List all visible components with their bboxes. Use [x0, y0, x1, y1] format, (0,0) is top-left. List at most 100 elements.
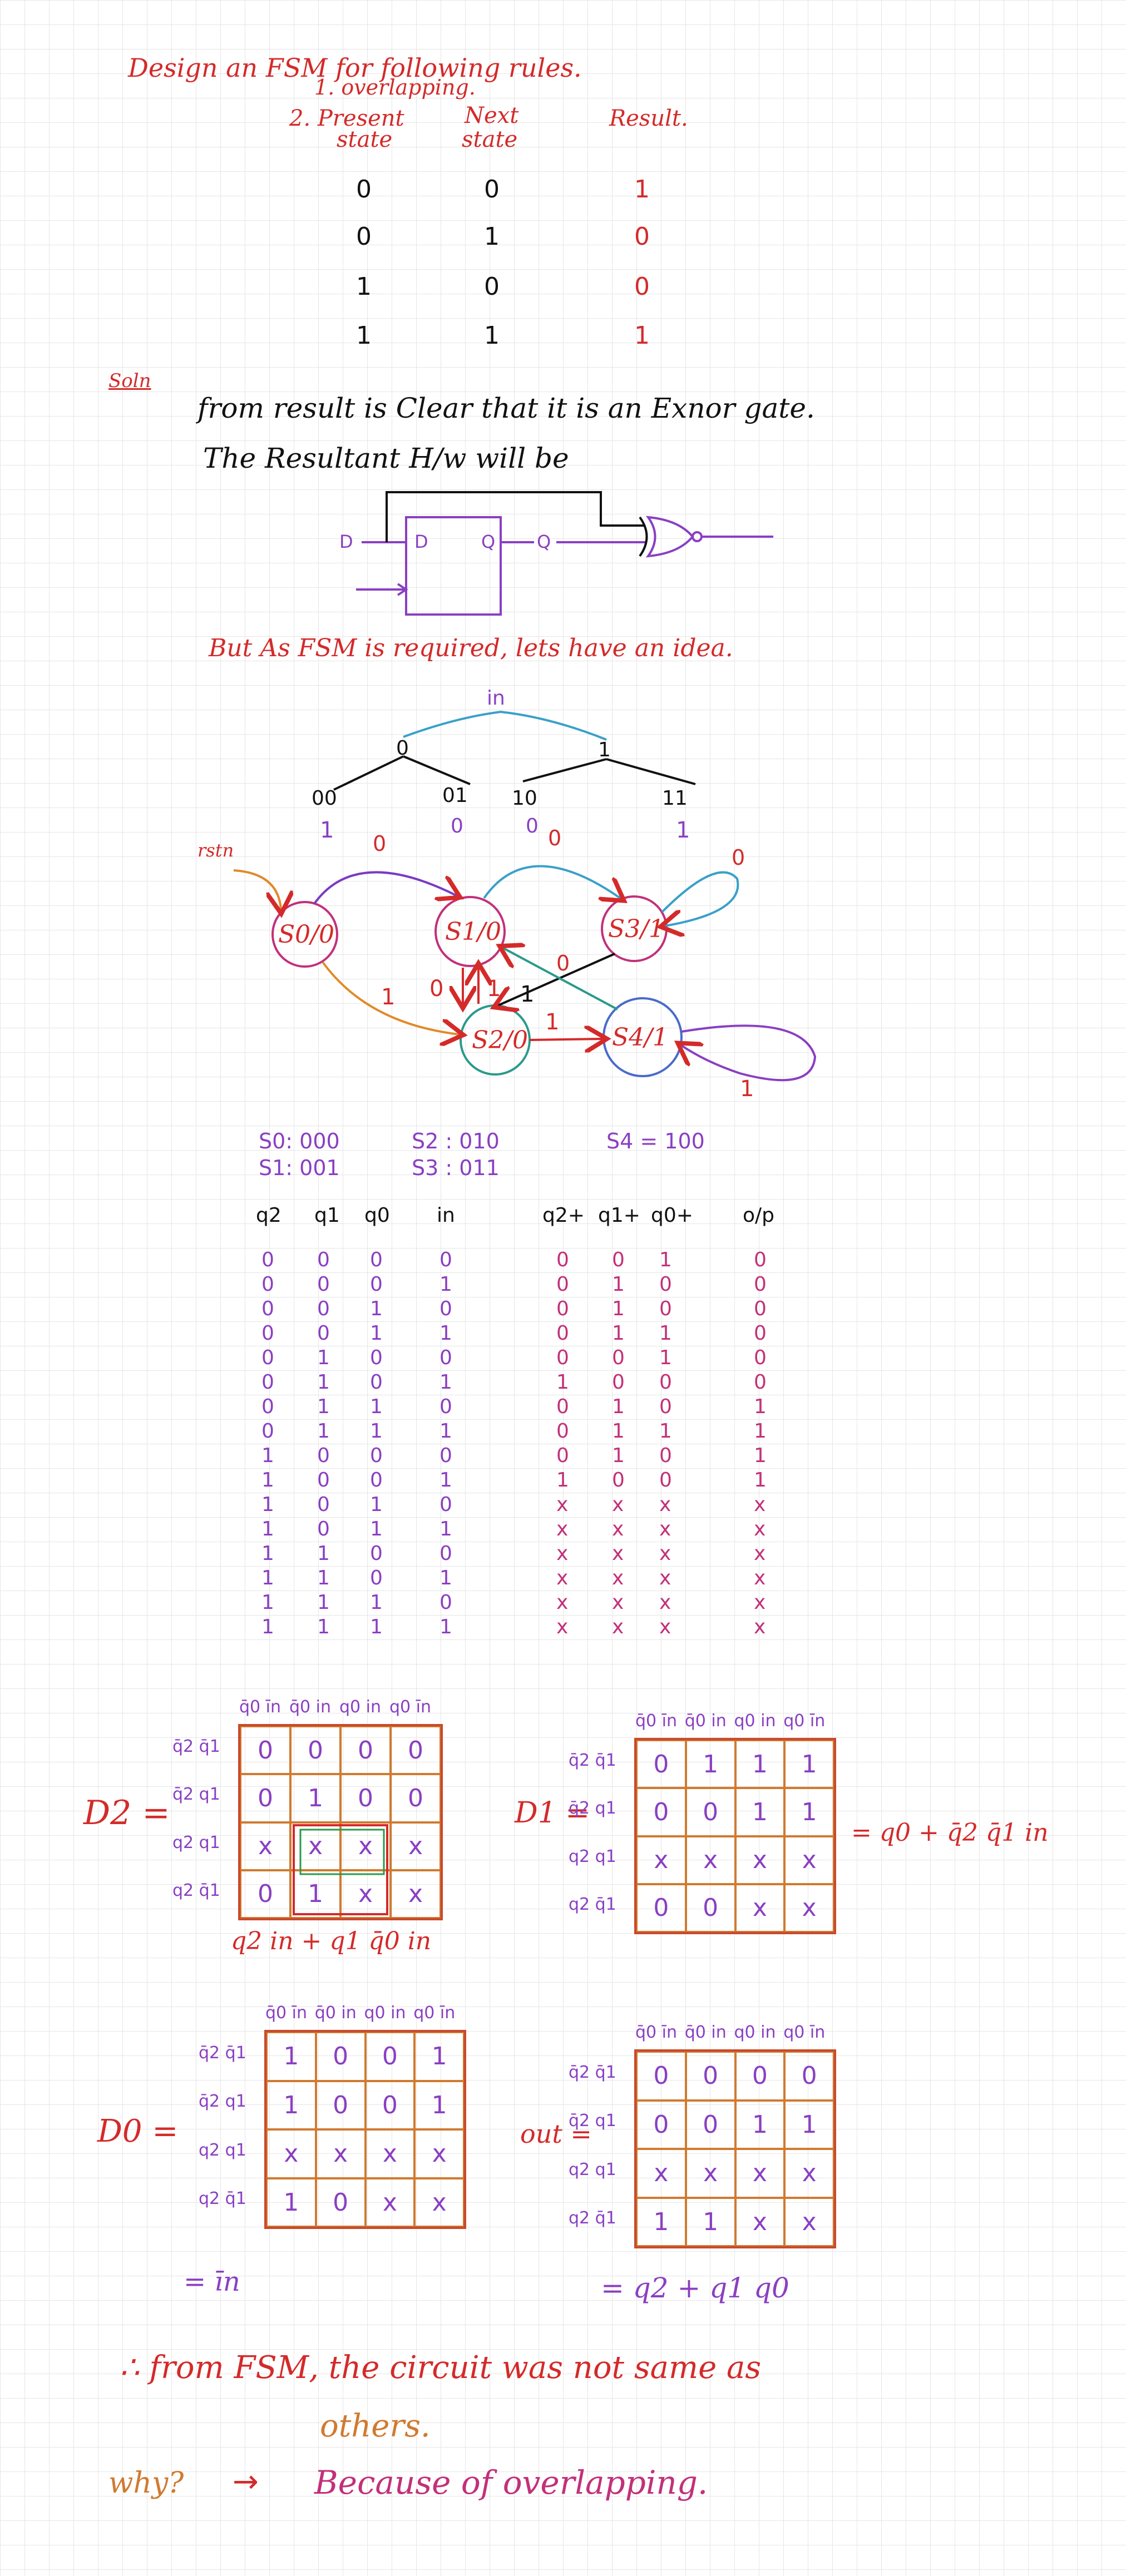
kmap-col-header: q0 īn: [413, 2003, 456, 2023]
dff-xnor-circuit: [356, 491, 773, 616]
kmap-col-header: q0 īn: [389, 1697, 432, 1717]
truth-cell: 1: [634, 175, 650, 204]
table-cell: x: [659, 1493, 671, 1516]
table-cell: 0: [659, 1395, 672, 1418]
table-cell: 1: [556, 1469, 569, 1492]
table-cell: 0: [317, 1322, 330, 1345]
table-cell: 1: [612, 1420, 625, 1443]
table-cell: 1: [754, 1420, 767, 1443]
table-cell: 1: [317, 1420, 330, 1443]
kmap-cell: x: [636, 2149, 686, 2198]
kmap-cell: x: [391, 1822, 441, 1870]
table-cell: 1: [261, 1616, 274, 1638]
fsm-note: But As FSM is required, lets have an ide…: [209, 634, 733, 662]
truth-cell: 1: [484, 321, 500, 350]
kmap-cell: 0: [735, 2052, 785, 2101]
d1-result: = q0 + q̄2 q̄1 in: [851, 1819, 1049, 1847]
kmap-cell: 1: [685, 2197, 735, 2246]
table-cell: 1: [261, 1469, 274, 1492]
table-cell: x: [754, 1542, 766, 1565]
table-cell: 0: [556, 1420, 569, 1443]
kmap-cell: 0: [340, 1726, 391, 1775]
table-cell: 1: [659, 1420, 672, 1443]
table-cell: 1: [261, 1518, 274, 1540]
kmap-cell: x: [735, 2197, 785, 2246]
reset-label: rstn: [197, 840, 234, 861]
table-cell: 1: [261, 1542, 274, 1565]
d0-label: D0 =: [97, 2113, 179, 2149]
kmap-cell: x: [414, 2129, 464, 2178]
kmap-col-header: q0 in: [734, 1711, 776, 1731]
table-cell: 0: [659, 1371, 672, 1394]
table-cell: 0: [370, 1567, 383, 1589]
kmap-cell: 1: [685, 1740, 735, 1789]
table-cell: 0: [754, 1273, 767, 1296]
table-cell: 1: [317, 1616, 330, 1638]
dff-q-pin: Q: [481, 531, 496, 552]
kmap-cell: x: [266, 2129, 316, 2178]
table-cell: 1: [439, 1469, 452, 1492]
truth-cell: 0: [356, 175, 372, 204]
kmap-cell: 0: [636, 1884, 686, 1932]
state-s3: S3/1: [608, 915, 664, 943]
table-cell: 1: [370, 1493, 383, 1516]
kmap-row-header: q̄2 q1: [569, 2111, 616, 2131]
kmap-cell: x: [365, 2178, 415, 2227]
kmap-cell: x: [784, 1836, 834, 1884]
kmap-row-header: q2 q̄1: [569, 2208, 616, 2228]
table-cell: 1: [261, 1493, 274, 1516]
table-cell: 1: [556, 1371, 569, 1394]
kmap-cell: 1: [266, 2178, 316, 2227]
kmap-cell: x: [784, 1884, 834, 1932]
kmap-cell: x: [735, 1884, 785, 1932]
edge-label: 0: [732, 845, 745, 870]
tree-output: 0: [451, 815, 463, 838]
kmap-cell: 0: [240, 1726, 290, 1775]
table-cell: 1: [317, 1591, 330, 1614]
table-cell: 0: [370, 1469, 383, 1492]
table-cell: x: [659, 1567, 671, 1589]
kmap-cell: 1: [290, 1774, 340, 1822]
table-cell: x: [612, 1493, 624, 1516]
tree-leaf: 00: [312, 787, 337, 810]
table-cell: x: [659, 1591, 671, 1614]
kmap-col-header: q̄0 in: [684, 1711, 727, 1731]
table-cell: 1: [370, 1591, 383, 1614]
col-present: 2. Present: [289, 106, 404, 131]
table-cell: x: [556, 1567, 569, 1589]
table-header: q1: [314, 1204, 340, 1227]
input-tree: [333, 710, 696, 791]
tree-node: 0: [396, 737, 409, 760]
table-cell: 1: [261, 1444, 274, 1467]
col-result: Result.: [609, 106, 688, 131]
kmap-row-header: q̄2 q̄1: [172, 1737, 220, 1757]
kmap-cell: x: [735, 1836, 785, 1884]
truth-cell: 0: [484, 273, 500, 301]
kmap-col-header: q̄0 īn: [265, 2003, 308, 2023]
kmap-col-header: q̄0 īn: [635, 1711, 678, 1731]
edge-label: 0: [429, 976, 444, 1002]
kmap-cell: 0: [365, 2080, 415, 2129]
kmap-col-header: q0 in: [339, 1697, 382, 1717]
kmap-cell: x: [735, 2149, 785, 2198]
table-cell: 0: [556, 1395, 569, 1418]
kmap-cell: 0: [315, 2032, 366, 2081]
table-header: q0: [364, 1204, 390, 1227]
table-cell: 0: [370, 1542, 383, 1565]
d2-grouping-boxes: [293, 1824, 388, 1915]
table-cell: 0: [261, 1395, 274, 1418]
kmap-cell: 0: [685, 2052, 735, 2101]
table-header: q2: [256, 1204, 282, 1227]
kmap-row-header: q2 q1: [172, 1832, 220, 1852]
table-cell: 1: [439, 1518, 452, 1540]
edge-label: 1: [740, 1076, 754, 1102]
table-cell: 0: [261, 1420, 274, 1443]
out-result: = q2 + q1 q0: [601, 2272, 789, 2304]
table-cell: 0: [612, 1469, 625, 1492]
kmap-row-header: q2 q1: [569, 2159, 616, 2179]
table-cell: 0: [439, 1493, 452, 1516]
edge-label: 0: [556, 951, 570, 975]
kmap-row-header: q̄2 q1: [199, 2092, 246, 2112]
tree-leaf: 11: [662, 787, 688, 810]
